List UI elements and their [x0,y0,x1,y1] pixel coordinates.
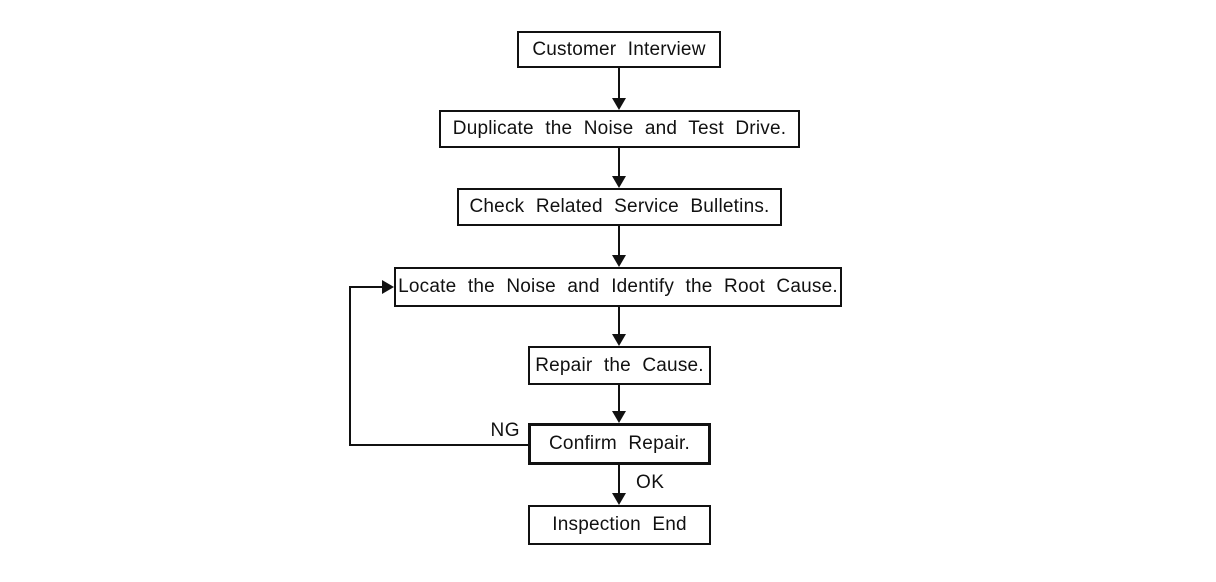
arrow-down-icon [612,411,626,423]
arrow-line [618,307,620,336]
arrow-down-icon [612,334,626,346]
node-customer-interview: Customer Interview [517,31,721,68]
arrow-down-icon [612,255,626,267]
arrow-line [618,465,620,495]
node-label: Duplicate the Noise and Test Drive. [452,118,787,139]
node-label: Check Related Service Bulletins. [469,196,770,217]
node-repair-cause: Repair the Cause. [528,346,711,385]
arrow-line [618,148,620,178]
loop-horizontal-top-line [349,286,383,288]
edge-label-ng: NG [490,420,520,441]
node-label: Repair the Cause. [535,354,704,376]
node-duplicate-noise-test-drive: Duplicate the Noise and Test Drive. [439,110,800,148]
node-locate-noise-root-cause: Locate the Noise and Identify the Root C… [394,267,842,307]
arrow-down-icon [612,176,626,188]
node-confirm-repair: Confirm Repair. [528,423,711,465]
loop-vertical-line [349,286,351,446]
arrow-down-icon [612,98,626,110]
arrow-line [618,68,620,100]
arrow-line [618,226,620,257]
node-label: Customer Interview [532,38,706,60]
node-label: Inspection End [552,514,687,535]
arrow-down-icon [612,493,626,505]
node-label: Confirm Repair. [549,433,690,454]
loop-horizontal-bottom-line [350,444,528,446]
node-check-service-bulletins: Check Related Service Bulletins. [457,188,782,226]
arrow-line [618,385,620,413]
edge-label-ok: OK [636,472,665,493]
node-inspection-end: Inspection End [528,505,711,545]
node-label: Locate the Noise and Identify the Root C… [398,276,838,297]
arrow-right-icon [382,280,394,294]
